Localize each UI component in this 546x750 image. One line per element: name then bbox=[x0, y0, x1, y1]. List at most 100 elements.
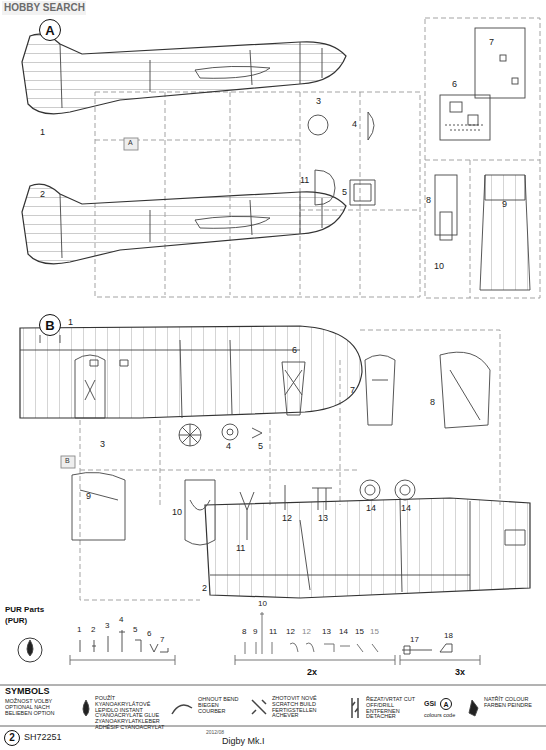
symbol-text: GSi bbox=[424, 700, 436, 707]
callout-number: 3 bbox=[316, 97, 321, 106]
callout-number: 18 bbox=[444, 632, 453, 640]
callout-number: 17 bbox=[410, 636, 419, 644]
drawing-stroke bbox=[227, 429, 233, 435]
drawing-stroke bbox=[282, 362, 305, 415]
callout-number: 2 bbox=[40, 190, 45, 199]
drawing-stroke bbox=[395, 480, 415, 500]
watermark: HOBBY SEARCH bbox=[4, 3, 85, 14]
callout-number: 11 bbox=[236, 544, 245, 553]
drawing-stroke bbox=[60, 42, 322, 108]
drawing-stroke bbox=[179, 424, 201, 446]
letter-circle: A bbox=[440, 698, 452, 710]
callout-number: 11 bbox=[300, 176, 309, 185]
drawing-stroke bbox=[440, 212, 452, 240]
callout-number: 9 bbox=[253, 628, 257, 636]
drawing-stroke bbox=[400, 485, 410, 495]
node-letter: A bbox=[45, 24, 54, 37]
callout-number: 7 bbox=[160, 636, 164, 644]
callout-number: 10 bbox=[172, 508, 182, 517]
sprue-tag: A bbox=[128, 139, 133, 146]
callout-number: 8 bbox=[430, 398, 435, 407]
drawing-stroke bbox=[425, 18, 540, 298]
callout-number: 1 bbox=[77, 626, 81, 634]
quantity: 2x bbox=[307, 668, 317, 677]
sheet-code: SH72251 bbox=[24, 733, 62, 742]
callout-number: 6 bbox=[452, 80, 457, 89]
callout-number: 15 bbox=[370, 628, 379, 636]
callout-number: 13 bbox=[318, 514, 328, 523]
node-letter: B bbox=[45, 319, 54, 332]
drawing-stroke bbox=[75, 355, 105, 418]
callout-number: 1 bbox=[68, 318, 73, 327]
sprue-tag: B bbox=[65, 457, 70, 464]
callout-number: 8 bbox=[242, 628, 246, 636]
callout-number: 10 bbox=[258, 600, 267, 608]
drawing-stroke bbox=[312, 488, 332, 510]
drawing-stroke bbox=[468, 115, 478, 125]
drawing-stroke bbox=[245, 612, 378, 654]
drawing-stroke bbox=[360, 480, 380, 500]
drawing-stroke bbox=[365, 485, 375, 495]
drawing-stroke bbox=[365, 355, 395, 425]
quantity: 3x bbox=[455, 668, 465, 677]
symbol-text: colours code bbox=[424, 713, 455, 719]
drawing-stroke bbox=[485, 175, 525, 200]
date-code: 2012/08 bbox=[206, 730, 224, 735]
drawing-stroke bbox=[18, 638, 42, 662]
drawing-stroke bbox=[400, 655, 480, 665]
drawing-stroke bbox=[480, 175, 530, 290]
callout-number: 14 bbox=[366, 504, 376, 513]
drawing-stroke bbox=[435, 175, 457, 235]
symbol-text: MOŽNOST VOLBY OPTIONAL NACH BELIEBEN OPT… bbox=[5, 699, 67, 716]
callout-number: 9 bbox=[502, 200, 507, 209]
callout-number: 12 bbox=[302, 628, 311, 636]
drawing-stroke bbox=[210, 500, 525, 592]
drawing-stroke bbox=[61, 456, 75, 468]
drawing-stroke bbox=[22, 184, 346, 264]
drawing-stroke bbox=[402, 644, 452, 654]
drawing-stroke bbox=[315, 170, 335, 205]
drawing-stroke bbox=[172, 705, 192, 714]
drawing-stroke bbox=[285, 485, 286, 510]
drawing-stroke bbox=[240, 492, 254, 540]
callout-number: 3 bbox=[105, 622, 109, 630]
callout-number: 12 bbox=[286, 628, 295, 636]
drawing-stroke bbox=[450, 102, 462, 112]
callout-number: 4 bbox=[119, 616, 123, 624]
callout-number: 5 bbox=[133, 626, 137, 634]
callout-number: 7 bbox=[489, 38, 494, 47]
drawing-stroke bbox=[350, 180, 375, 205]
drawing-stroke bbox=[252, 428, 262, 438]
callout-number: 12 bbox=[282, 514, 292, 523]
drawing-stroke bbox=[124, 138, 138, 150]
symbol-text: POUŽÍT KYANOAKRYLÁTOVÉ LEPIDLO INSTANT C… bbox=[95, 696, 169, 731]
drawing-stroke bbox=[2, 1, 86, 15]
letter-circle: 2 bbox=[4, 730, 20, 746]
callout-number: 4 bbox=[352, 120, 357, 129]
callout-number: 10 bbox=[434, 262, 444, 271]
node-letter: 2 bbox=[9, 733, 15, 743]
callout-number: 2 bbox=[202, 584, 207, 593]
callout-number: 6 bbox=[292, 346, 297, 355]
drawing-stroke bbox=[222, 424, 238, 440]
symbol-text: OHNOUT BEND BIEGEN COURBER bbox=[198, 697, 242, 714]
drawing-stroke bbox=[308, 115, 328, 135]
symbol-text: ZHOTOVIT NOVÉ SCRATCH BUILD FERTIGSTELLE… bbox=[272, 696, 338, 719]
callout-number: 1 bbox=[40, 128, 45, 137]
section-heading: PUR Parts bbox=[5, 606, 44, 614]
drawing-stroke bbox=[252, 700, 266, 714]
drawing-stroke bbox=[95, 92, 420, 295]
callout-number: 7 bbox=[350, 386, 355, 395]
drawing-stroke bbox=[352, 698, 358, 718]
drawing-stroke bbox=[60, 192, 322, 258]
callout-number: 3 bbox=[100, 440, 105, 449]
callout-number: 14 bbox=[339, 628, 348, 636]
letter-circle: B bbox=[39, 314, 61, 336]
drawing-stroke bbox=[20, 326, 362, 418]
drawing-stroke bbox=[70, 655, 175, 665]
drawing-stroke bbox=[83, 700, 89, 716]
section-heading: SYMBOLS bbox=[5, 687, 50, 696]
drawing-stroke bbox=[445, 125, 485, 130]
drawing-stroke bbox=[0, 685, 546, 726]
letter-circle: A bbox=[39, 19, 61, 41]
